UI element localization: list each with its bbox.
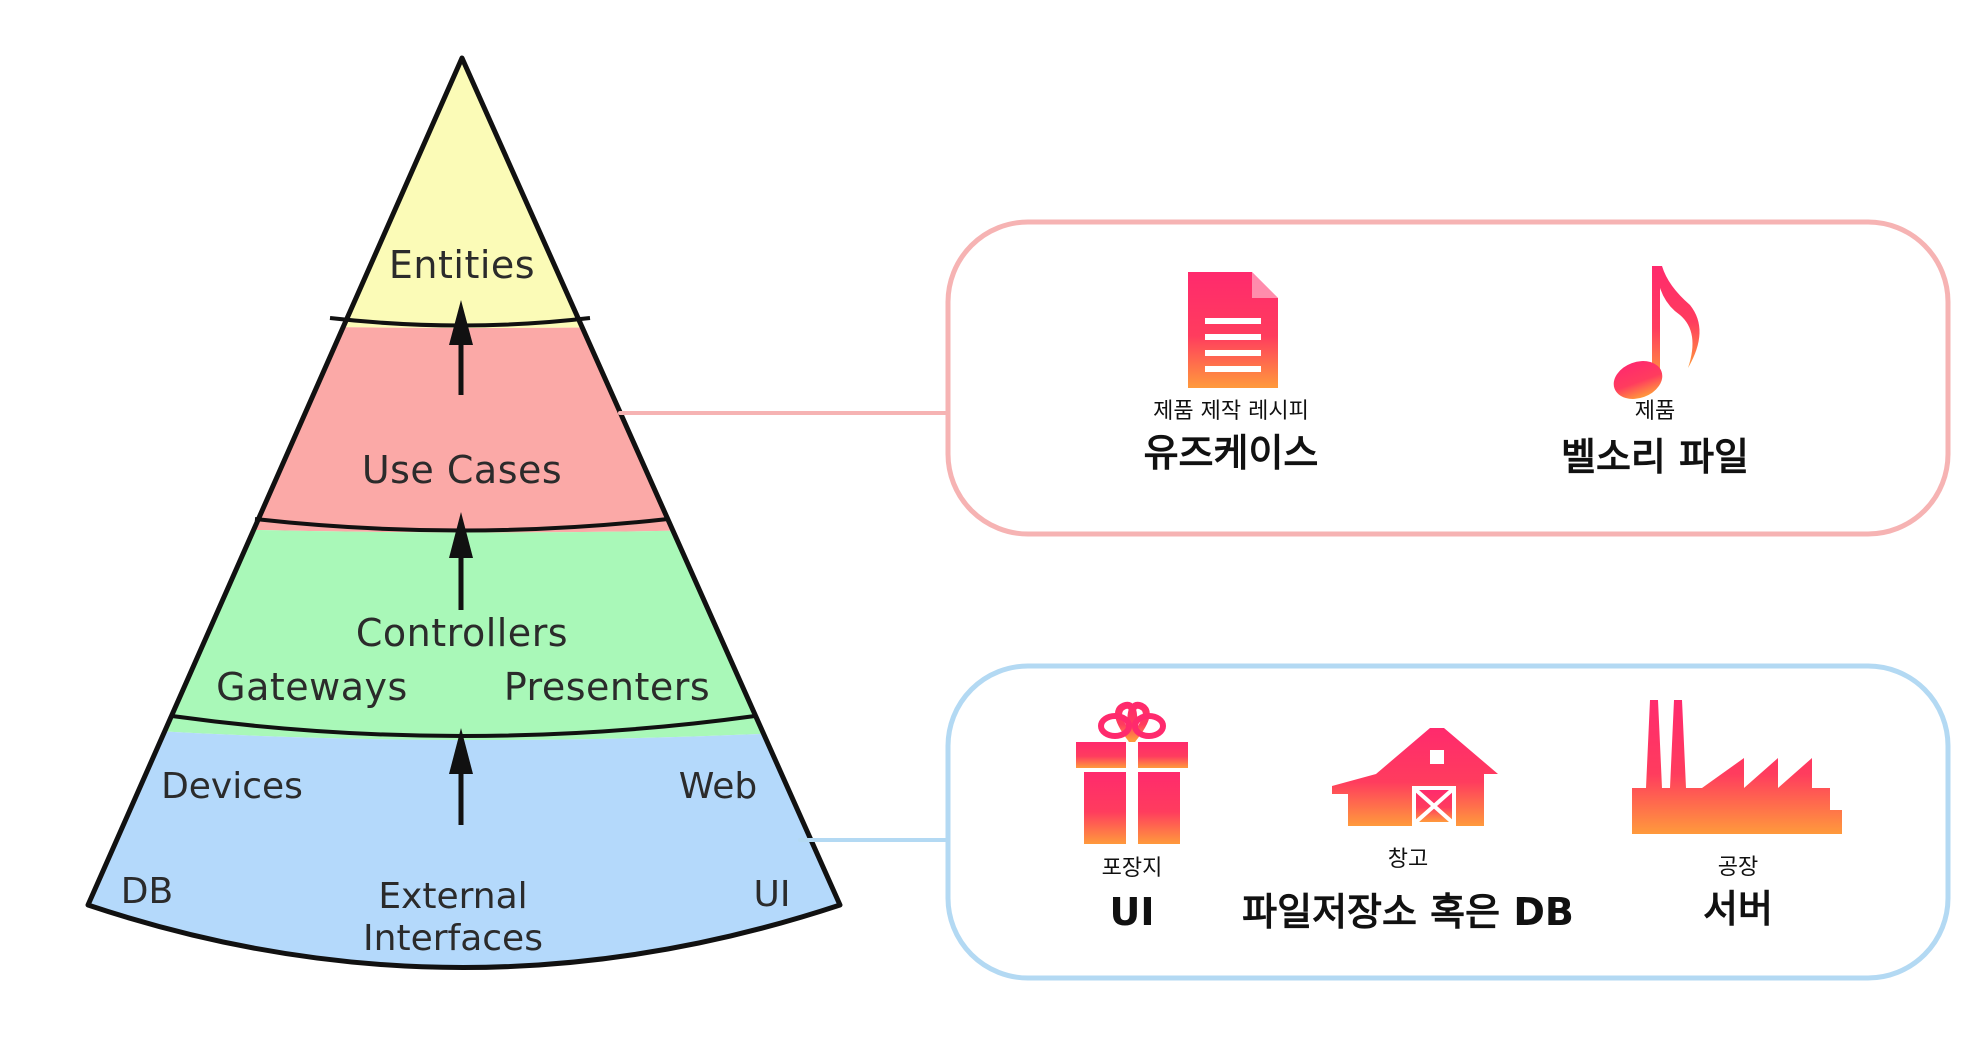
arrow-head <box>449 300 473 345</box>
gateways-label: Gateways <box>216 665 408 709</box>
entities-label: Entities <box>389 243 535 287</box>
use-cases-label: Use Cases <box>362 448 562 492</box>
arrow-head <box>449 728 473 774</box>
wrapping-paper-caption: 포장지 <box>1102 856 1163 881</box>
use-case-analogy-box <box>945 219 1951 537</box>
architecture-cone: Entities Use Cases Controllers Gateways … <box>85 55 843 970</box>
use-case-caption: 유즈케이스 <box>1144 431 1319 475</box>
ui-caption: UI <box>1110 890 1155 934</box>
controllers-label: Controllers <box>356 611 568 655</box>
ringtone-file-caption: 벨소리 파일 <box>1561 435 1749 479</box>
server-caption: 서버 <box>1703 887 1773 931</box>
product-caption: 제품 <box>1635 399 1675 424</box>
arrow-head <box>449 512 473 558</box>
use-cases-layer <box>88 318 840 533</box>
barn-icon <box>1332 728 1498 826</box>
music-note-icon <box>1613 266 1700 399</box>
recipe-caption: 제품 제작 레시피 <box>1153 399 1309 424</box>
devices-label: Devices <box>161 766 303 807</box>
presenters-label: Presenters <box>504 665 710 709</box>
document-icon <box>1188 272 1278 388</box>
gift-icon <box>1076 701 1188 844</box>
file-storage-or-db-caption: 파일저장소 혹은 DB <box>1242 890 1574 934</box>
cone-outline <box>85 55 843 970</box>
dependency-arrows <box>449 300 473 825</box>
external-analogy-box <box>945 663 1951 981</box>
ui-label: UI <box>754 874 791 915</box>
warehouse-caption: 창고 <box>1388 847 1428 872</box>
factory-icon <box>1632 700 1842 834</box>
db-label: DB <box>121 871 173 912</box>
web-label: Web <box>679 766 758 807</box>
factory-caption: 공장 <box>1718 855 1758 880</box>
external-interfaces-label-line2: Interfaces <box>363 918 543 959</box>
external-interfaces-label-line1: External <box>378 876 527 917</box>
